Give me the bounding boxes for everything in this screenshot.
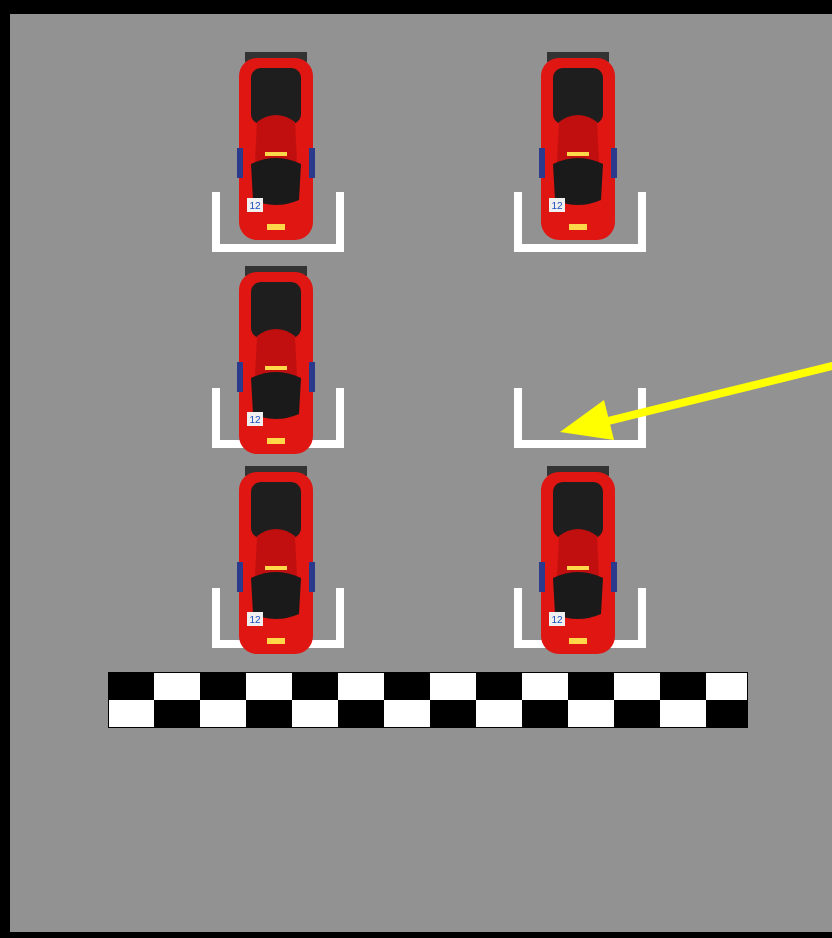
race-car-icon[interactable]: 12 — [539, 466, 617, 658]
race-car-icon[interactable]: 12 — [237, 466, 315, 658]
parking-bay-lines — [514, 388, 646, 448]
svg-text:12: 12 — [249, 415, 261, 426]
svg-text:12: 12 — [249, 201, 261, 212]
svg-text:12: 12 — [551, 615, 563, 626]
race-track — [10, 14, 832, 932]
svg-text:12: 12 — [551, 201, 563, 212]
race-car-icon[interactable]: 12 — [237, 266, 315, 458]
grid-slot-r2-c2-empty[interactable] — [514, 248, 646, 448]
race-car-icon[interactable]: 12 — [539, 52, 617, 244]
svg-text:12: 12 — [249, 615, 261, 626]
grid-slot-r1-c1[interactable]: 12 — [212, 52, 344, 252]
grid-slot-r3-c1[interactable]: 12 — [212, 448, 344, 648]
checkered-flag-icon — [108, 672, 748, 728]
grid-slot-r2-c1[interactable]: 12 — [212, 248, 344, 448]
grid-slot-r3-c2[interactable]: 12 — [514, 448, 646, 648]
grid-slot-r1-c2[interactable]: 12 — [514, 52, 646, 252]
race-car-icon[interactable]: 12 — [237, 52, 315, 244]
